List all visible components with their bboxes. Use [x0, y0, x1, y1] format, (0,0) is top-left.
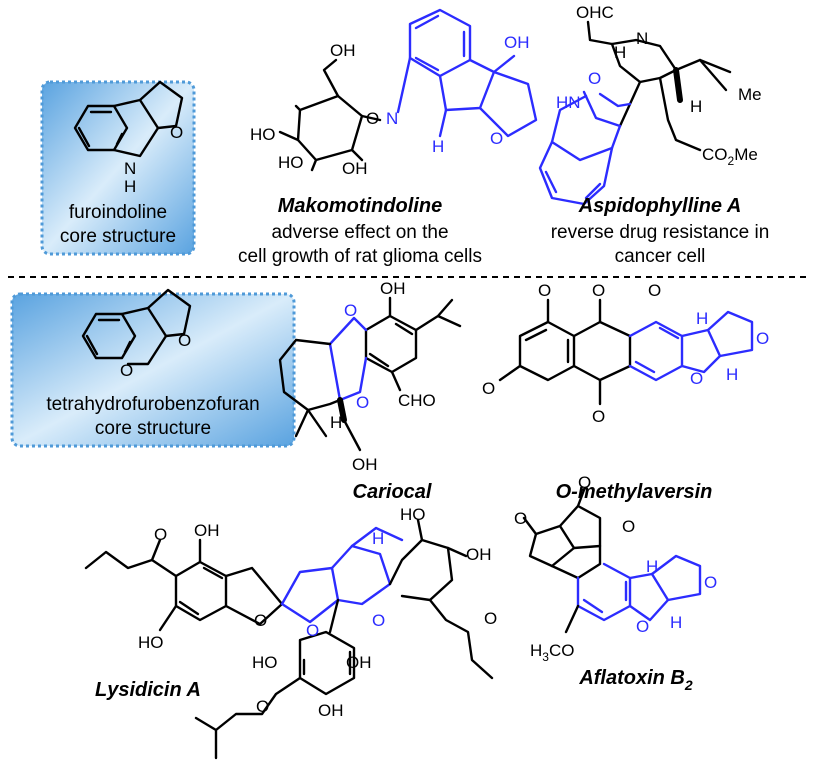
atom-ho: HO [252, 653, 278, 672]
atom-oh: OH [466, 545, 492, 564]
makomotindoline-name: Makomotindoline [278, 195, 442, 217]
core-box-tetrahydrofurobenzofuran: O O tetrahydrofurobenzofuran core struct… [10, 288, 296, 448]
atom-h3co: H3CO [530, 641, 574, 664]
core-box-furoindoline: O N H furoindoline core structure [40, 80, 196, 256]
atom-oh: OH [380, 279, 406, 298]
atom-h: H [124, 177, 136, 196]
tetrahydrofurobenzofuran-structure [81, 288, 192, 366]
atom-oh: OH [504, 33, 530, 52]
aflatoxin-structure [522, 488, 702, 634]
atom-o: O [592, 281, 605, 300]
cariocal-name: Cariocal [353, 481, 432, 503]
atom-o: O [690, 369, 703, 388]
atom-o: O [120, 361, 133, 380]
atom-h: H [690, 97, 702, 116]
atom-n: N [386, 109, 398, 128]
atom-o: O [482, 379, 495, 398]
atom-o: O [756, 329, 769, 348]
makomotindoline-structure [278, 8, 538, 172]
aspidophylline-name: Aspidophylline A [578, 195, 742, 217]
atom-co2me: CO2Me [702, 145, 758, 168]
atom-o: O [154, 525, 167, 544]
atom-hn: HN [556, 93, 581, 112]
atom-n: N [124, 159, 136, 178]
core1-caption-line2: core structure [60, 226, 176, 247]
atom-h: H [372, 529, 384, 548]
atom-o: O [356, 393, 369, 412]
omethylaversin-name: O-methylaversin [556, 481, 713, 503]
atom-h: H [330, 413, 342, 432]
atom-oh: OH [352, 455, 378, 474]
atom-o: O [704, 573, 717, 592]
atom-h: H [432, 137, 444, 156]
cariocal-structure [278, 296, 462, 452]
atom-o: O [256, 697, 269, 716]
atom-o: O [538, 281, 551, 300]
core2-caption-line1: tetrahydrofurobenzofuran [46, 394, 259, 415]
atom-h: H [696, 309, 708, 328]
atom-h: H [670, 613, 682, 632]
atom-h: H [726, 365, 738, 384]
omethylaversin-structure [498, 298, 754, 406]
aflatoxin-name: Aflatoxin B2 [578, 667, 693, 693]
atom-oh: OH [194, 521, 220, 540]
atom-o: O [588, 69, 601, 88]
furoindoline-structure [73, 80, 184, 158]
lysidicin-name: Lysidicin A [95, 679, 201, 701]
atom-h: H [614, 43, 626, 62]
atom-o: O [344, 301, 357, 320]
atom-o: O [366, 109, 379, 128]
atom-n: N [636, 29, 648, 48]
aspidophylline-desc2: cancer cell [615, 246, 706, 267]
atom-oh: OH [330, 41, 356, 60]
atom-ho: HO [400, 505, 426, 524]
atom-me: Me [738, 85, 762, 104]
atom-o: O [622, 517, 635, 536]
atom-o: O [648, 281, 661, 300]
core2-caption-line2: core structure [95, 418, 211, 439]
lysidicin-structure [84, 518, 494, 760]
atom-ohc: OHC [576, 3, 614, 22]
atom-o: O [372, 611, 385, 630]
atom-o: O [514, 509, 527, 528]
atom-oh: OH [346, 653, 372, 672]
atom-ho: HO [278, 153, 304, 172]
atom-o: O [578, 473, 591, 492]
atom-cho: CHO [398, 391, 436, 410]
atom-o: O [306, 621, 319, 640]
atom-oh: OH [342, 159, 368, 178]
atom-o: O [254, 611, 267, 630]
atom-o: O [592, 407, 605, 426]
atom-h: H [646, 557, 658, 576]
atom-o: O [178, 331, 191, 350]
aspidophylline-desc1: reverse drug resistance in [551, 222, 770, 243]
atom-oh: OH [318, 701, 344, 720]
atom-o: O [490, 129, 503, 148]
atom-ho: HO [138, 633, 164, 652]
atom-ho: HO [250, 125, 276, 144]
atom-o: O [636, 617, 649, 636]
makomotindoline-desc1: adverse effect on the [271, 222, 448, 243]
core1-caption-line1: furoindoline [69, 202, 167, 223]
atom-o: O [484, 609, 497, 628]
atom-o: O [170, 123, 183, 142]
makomotindoline-desc2: cell growth of rat glioma cells [238, 246, 482, 267]
aspidophylline-structure [538, 20, 732, 206]
